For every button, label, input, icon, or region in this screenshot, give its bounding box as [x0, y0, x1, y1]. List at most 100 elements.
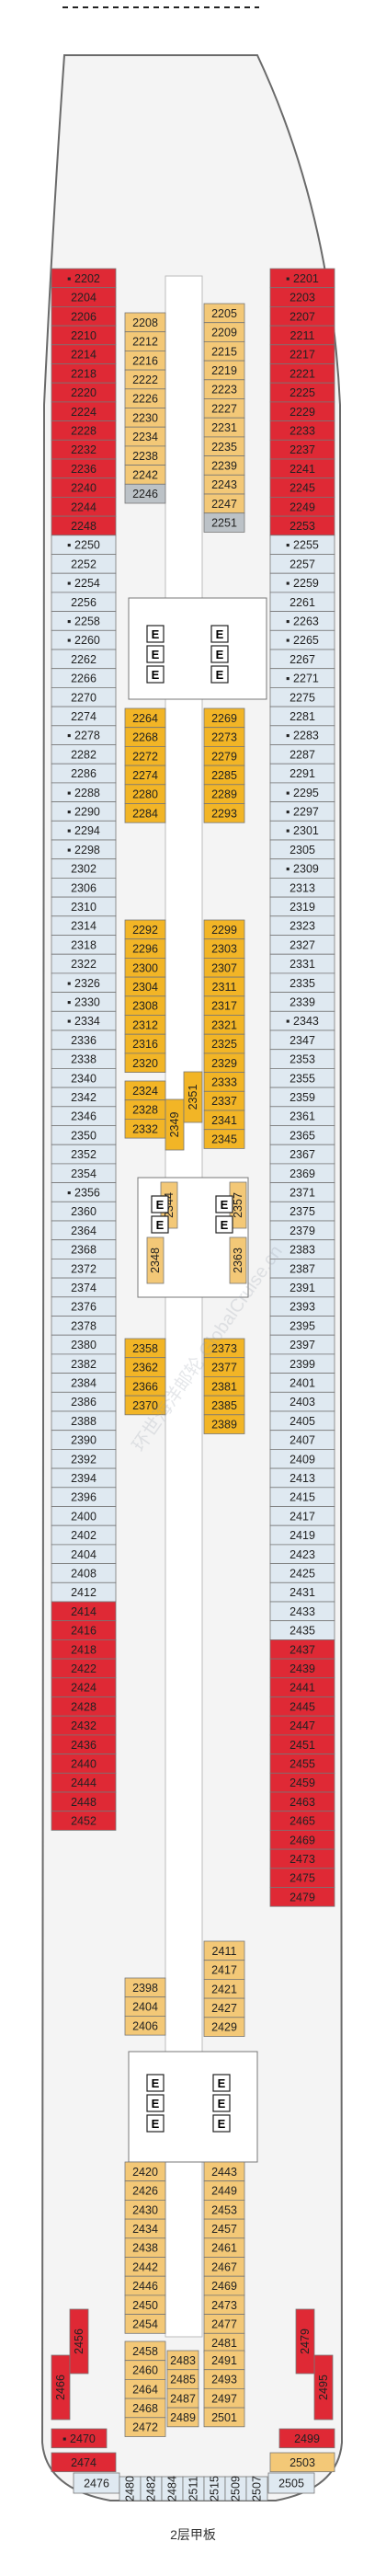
cabin-2418[interactable]: 2418	[51, 1639, 117, 1660]
cabin-2501[interactable]: 2501	[203, 2407, 245, 2428]
cabin-2202[interactable]: ▪ 2202	[51, 268, 117, 289]
cabin-2214[interactable]: 2214	[51, 344, 117, 364]
cabin-2443[interactable]: 2443	[203, 2161, 245, 2182]
cabin-2397[interactable]: 2397	[269, 1334, 335, 1355]
cabin-2219[interactable]: 2219	[203, 360, 245, 381]
cabin-2207[interactable]: 2207	[269, 305, 335, 327]
cabin-2402[interactable]: 2402	[51, 1524, 117, 1546]
cabin-2266[interactable]: 2266	[51, 668, 117, 688]
cabin-2242[interactable]: 2242	[124, 465, 166, 485]
cabin-2297[interactable]: ▪ 2297	[269, 801, 335, 822]
cabin-2355[interactable]: 2355	[269, 1068, 335, 1088]
cabin-2505[interactable]: 2505	[267, 2472, 315, 2494]
cabin-2350[interactable]: 2350	[51, 1125, 117, 1145]
cabin-2346[interactable]: 2346	[51, 1106, 117, 1126]
cabin-2393[interactable]: 2393	[269, 1296, 335, 1317]
cabin-2337[interactable]: 2337	[203, 1090, 245, 1111]
cabin-2446[interactable]: 2446	[124, 2275, 166, 2296]
cabin-2515[interactable]: 2515	[203, 2476, 226, 2501]
cabin-2313[interactable]: 2313	[269, 878, 335, 898]
cabin-2268[interactable]: 2268	[124, 727, 166, 747]
cabin-2324[interactable]: 2324	[124, 1080, 166, 1101]
cabin-2253[interactable]: 2253	[269, 515, 335, 536]
cabin-2227[interactable]: 2227	[203, 398, 245, 419]
cabin-2499[interactable]: 2499	[278, 2428, 335, 2449]
cabin-2296[interactable]: 2296	[124, 938, 166, 959]
cabin-2484[interactable]: 2484	[161, 2476, 184, 2501]
cabin-2440[interactable]: 2440	[51, 1754, 117, 1774]
cabin-2332[interactable]: 2332	[124, 1119, 166, 1139]
cabin-2327[interactable]: 2327	[269, 935, 335, 955]
cabin-2318[interactable]: 2318	[51, 935, 117, 955]
cabin-2372[interactable]: 2372	[51, 1259, 117, 1279]
cabin-2390[interactable]: 2390	[51, 1430, 117, 1450]
cabin-2451[interactable]: 2451	[269, 1734, 335, 1755]
cabin-2249[interactable]: 2249	[269, 497, 335, 517]
cabin-2468[interactable]: 2468	[124, 2398, 166, 2419]
cabin-2270[interactable]: 2270	[51, 687, 117, 707]
cabin-2295[interactable]: ▪ 2295	[269, 782, 335, 803]
cabin-2375[interactable]: 2375	[269, 1201, 335, 1222]
cabin-2489[interactable]: 2489	[166, 2407, 199, 2428]
cabin-2475[interactable]: 2475	[269, 1868, 335, 1888]
cabin-2235[interactable]: 2235	[203, 436, 245, 456]
cabin-2217[interactable]: 2217	[269, 344, 335, 364]
cabin-2340[interactable]: 2340	[51, 1068, 117, 1088]
cabin-2278[interactable]: ▪ 2278	[51, 725, 117, 745]
cabin-2456[interactable]: 2456	[69, 2308, 89, 2375]
cabin-2275[interactable]: 2275	[269, 687, 335, 707]
cabin-2493[interactable]: 2493	[203, 2369, 245, 2389]
cabin-2299[interactable]: 2299	[203, 919, 245, 940]
cabin-2392[interactable]: 2392	[51, 1449, 117, 1469]
cabin-2284[interactable]: 2284	[124, 803, 166, 823]
cabin-2222[interactable]: 2222	[124, 369, 166, 390]
cabin-2218[interactable]: 2218	[51, 363, 117, 384]
cabin-2380[interactable]: 2380	[51, 1334, 117, 1355]
cabin-2495[interactable]: 2495	[313, 2354, 334, 2421]
cabin-2467[interactable]: 2467	[203, 2257, 245, 2277]
cabin-2387[interactable]: 2387	[269, 1259, 335, 1279]
cabin-2452[interactable]: 2452	[51, 1811, 117, 1831]
cabin-2307[interactable]: 2307	[203, 958, 245, 978]
cabin-2409[interactable]: 2409	[269, 1449, 335, 1469]
cabin-2211[interactable]: 2211	[269, 325, 335, 346]
cabin-2342[interactable]: 2342	[51, 1087, 117, 1108]
cabin-2292[interactable]: 2292	[124, 919, 166, 940]
cabin-2369[interactable]: 2369	[269, 1163, 335, 1184]
cabin-2252[interactable]: 2252	[51, 554, 117, 574]
cabin-2420[interactable]: 2420	[124, 2161, 166, 2182]
cabin-2437[interactable]: 2437	[269, 1639, 335, 1660]
cabin-2378[interactable]: 2378	[51, 1316, 117, 1336]
cabin-2426[interactable]: 2426	[124, 2180, 166, 2201]
cabin-2399[interactable]: 2399	[269, 1353, 335, 1374]
cabin-2511[interactable]: 2511	[182, 2477, 205, 2501]
cabin-2416[interactable]: 2416	[51, 1620, 117, 1640]
cabin-2389[interactable]: 2389	[203, 1414, 245, 1434]
cabin-2322[interactable]: 2322	[51, 953, 117, 974]
cabin-2435[interactable]: 2435	[269, 1620, 335, 1640]
cabin-2430[interactable]: 2430	[124, 2199, 166, 2220]
cabin-2247[interactable]: 2247	[203, 493, 245, 514]
cabin-2319[interactable]: 2319	[269, 896, 335, 917]
cabin-2379[interactable]: 2379	[269, 1220, 335, 1241]
cabin-2232[interactable]: 2232	[51, 439, 117, 460]
cabin-2234[interactable]: 2234	[124, 426, 166, 447]
cabin-2320[interactable]: 2320	[124, 1052, 166, 1074]
cabin-2298[interactable]: ▪ 2298	[51, 839, 117, 860]
cabin-2414[interactable]: 2414	[51, 1601, 117, 1622]
cabin-2229[interactable]: 2229	[269, 401, 335, 421]
cabin-2398[interactable]: 2398	[124, 1977, 166, 1998]
cabin-2353[interactable]: 2353	[269, 1049, 335, 1069]
cabin-2288[interactable]: ▪ 2288	[51, 782, 117, 803]
cabin-2404[interactable]: 2404	[124, 1996, 166, 2017]
cabin-2225[interactable]: 2225	[269, 382, 335, 403]
cabin-2480[interactable]: 2480	[119, 2476, 142, 2501]
cabin-2395[interactable]: 2395	[269, 1316, 335, 1336]
cabin-2303[interactable]: 2303	[203, 938, 245, 959]
cabin-2236[interactable]: 2236	[51, 458, 117, 479]
cabin-2367[interactable]: 2367	[269, 1144, 335, 1165]
cabin-2301[interactable]: ▪ 2301	[269, 820, 335, 841]
cabin-2203[interactable]: 2203	[269, 287, 335, 307]
cabin-2415[interactable]: 2415	[269, 1487, 335, 1507]
cabin-2216[interactable]: 2216	[124, 350, 166, 371]
